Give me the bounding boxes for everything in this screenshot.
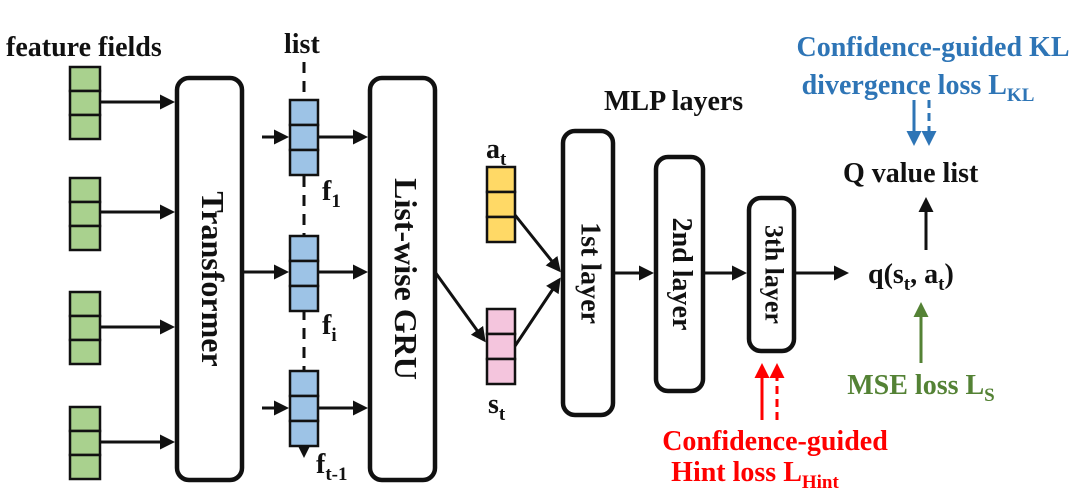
mse-loss-label: MSE loss LS: [847, 370, 995, 406]
feature-vector-1: [68, 65, 102, 141]
layer3-label: 3th layer: [760, 225, 789, 324]
gru-label: List-wise GRU: [388, 178, 424, 380]
feature-vector-2: [68, 176, 102, 252]
list-vector-ft: [288, 369, 320, 448]
mlp-layers-label: MLP layers: [604, 86, 743, 117]
feature-vector-4: [68, 405, 102, 481]
state-vector: [485, 307, 517, 386]
action-vector: [485, 165, 517, 244]
hint-loss-title: Confidence-guided: [662, 426, 888, 457]
arrow-gru-to-state: [433, 271, 486, 343]
f1-label: f1: [322, 176, 341, 212]
list-label: list: [284, 29, 320, 60]
arrow-action-to-layer1: [513, 214, 561, 273]
hint-loss-subtitle: Hint loss LHint: [671, 457, 839, 493]
kl-loss-subtitle: divergence loss LKL: [802, 70, 1035, 106]
fi-label: fi: [322, 310, 337, 346]
gru-block: [367, 75, 438, 483]
kl-loss-title: Confidence-guided KL: [796, 32, 1069, 63]
action-label: at: [486, 134, 507, 170]
transformer-block: [174, 75, 245, 483]
feature-vector-3: [68, 290, 102, 366]
feature-fields-label: feature fields: [6, 32, 162, 63]
q-value-list-label: Q value list: [843, 158, 979, 189]
list-vector-fi: [288, 234, 320, 313]
layer1-label: 1st layer: [575, 222, 606, 324]
ft-label: ft-1: [316, 449, 347, 485]
layer2-label: 2nd layer: [666, 218, 697, 331]
q-function-label: q(st, at): [868, 259, 954, 295]
arrow-state-to-layer1: [513, 277, 561, 347]
list-vector-f1: [288, 98, 320, 177]
transformer-label: Transformer: [195, 191, 231, 366]
state-label: st: [488, 389, 506, 425]
